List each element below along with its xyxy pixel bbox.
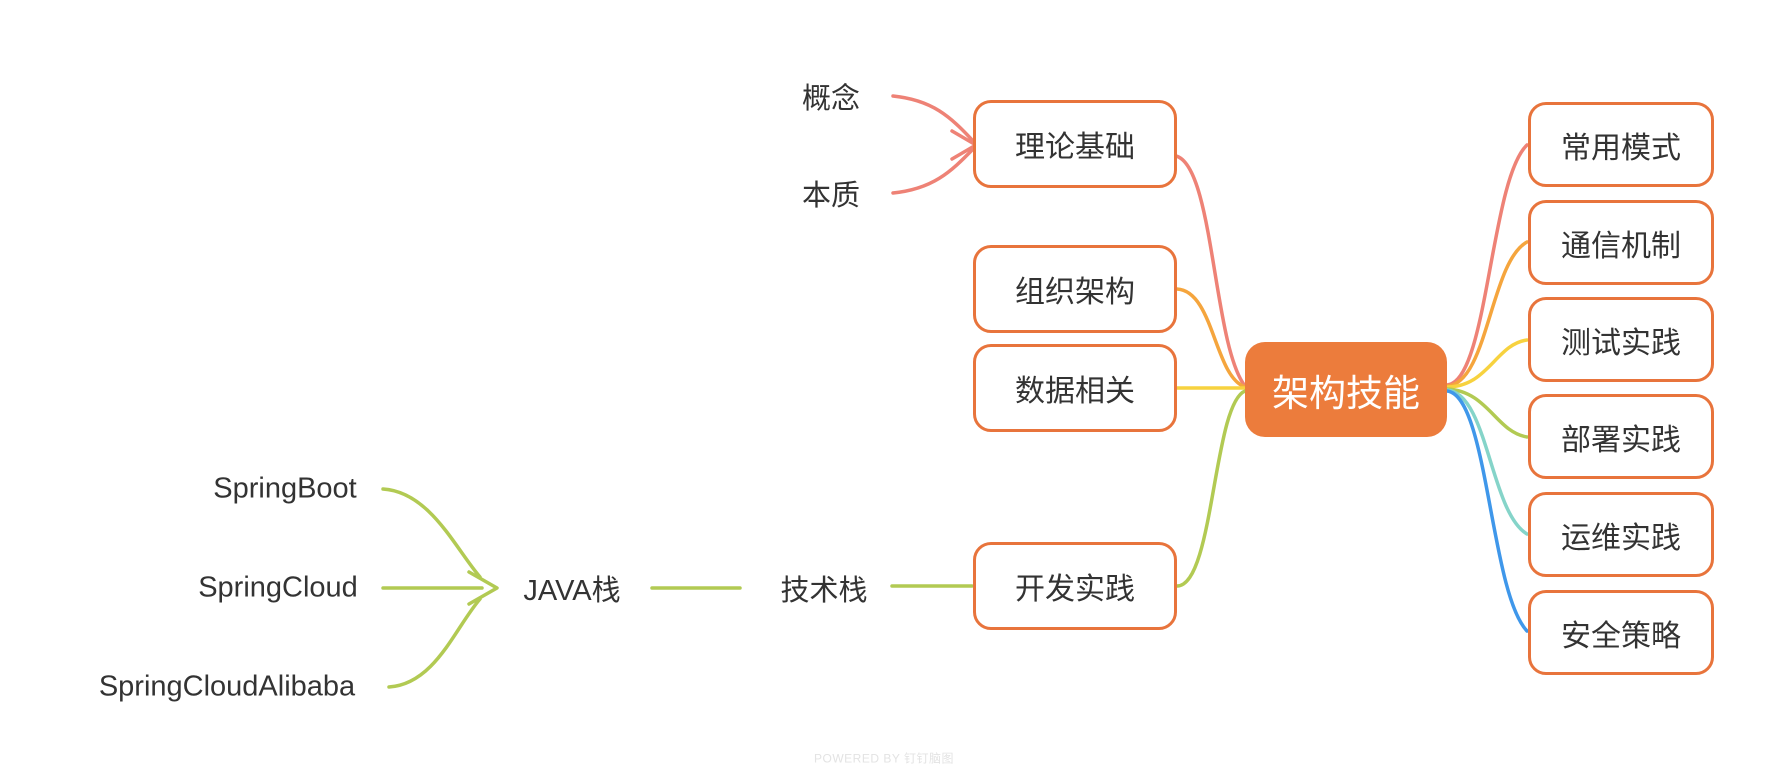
edge-theory-center [1174, 154, 1247, 388]
edge-essence-theory [891, 146, 976, 195]
node-concept[interactable]: 概念 [801, 83, 861, 115]
watermark: POWERED BY 钉钉脑图 [814, 751, 954, 766]
node-org-architecture[interactable]: 组织架构 [973, 245, 1177, 333]
edge-springboot-java [381, 487, 482, 579]
node-essence[interactable]: 本质 [801, 180, 861, 212]
edge-dev-center [1175, 389, 1247, 588]
edge-center-patterns [1445, 143, 1529, 387]
node-deploy-practice[interactable]: 部署实践 [1528, 394, 1714, 479]
node-theory[interactable]: 理论基础 [973, 100, 1177, 188]
node-java-stack[interactable]: JAVA栈 [523, 575, 621, 607]
edge-center-testing [1445, 338, 1529, 389]
edge-center-security [1445, 389, 1529, 633]
edge-center-communication [1445, 240, 1529, 388]
edge-center-deploy [1445, 387, 1529, 439]
node-springcloud[interactable]: SpringCloud [198, 571, 358, 604]
node-testing-practice[interactable]: 测试实践 [1528, 297, 1714, 382]
node-ops-practice[interactable]: 运维实践 [1528, 492, 1714, 577]
node-communication[interactable]: 通信机制 [1528, 200, 1714, 285]
node-root-architecture-skills[interactable]: 架构技能 [1245, 342, 1447, 437]
edge-concept-theory [891, 94, 976, 144]
node-common-patterns[interactable]: 常用模式 [1528, 102, 1714, 187]
node-data-related[interactable]: 数据相关 [973, 344, 1177, 432]
node-security-strategy[interactable]: 安全策略 [1528, 590, 1714, 675]
edge-center-ops [1445, 388, 1529, 536]
arrowhead-java [467, 570, 499, 606]
node-springboot[interactable]: SpringBoot [213, 472, 357, 505]
edge-springcloudalibaba-java [387, 597, 482, 689]
edge-org-center [1175, 287, 1247, 389]
node-springcloudalibaba[interactable]: SpringCloudAlibaba [98, 670, 356, 703]
node-tech-stack[interactable]: 技术栈 [780, 575, 868, 607]
node-dev-practice[interactable]: 开发实践 [973, 542, 1177, 630]
